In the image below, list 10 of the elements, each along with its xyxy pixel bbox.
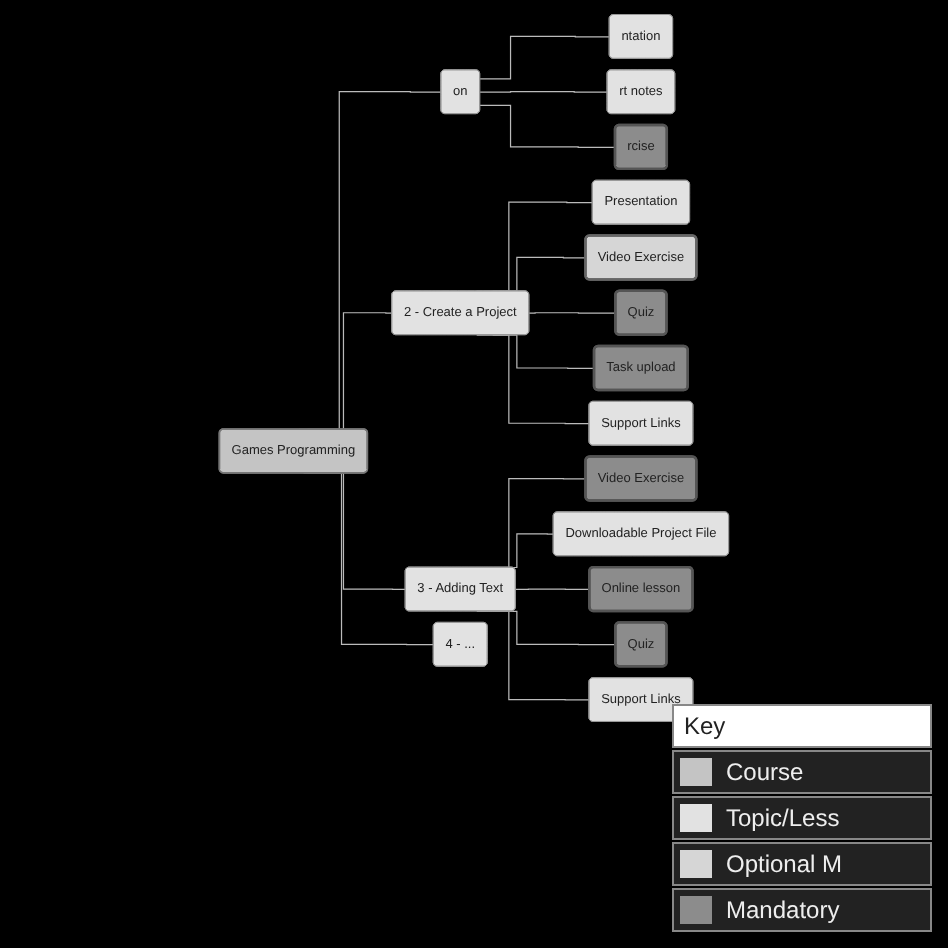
legend-label: Topic/Less: [724, 802, 842, 836]
connector: [479, 91, 609, 93]
legend-label: Optional M: [724, 848, 845, 882]
legend-heading: Key: [672, 704, 932, 748]
connector: [479, 104, 616, 148]
connector: [515, 588, 591, 591]
legend-label: Mandatory: [724, 894, 842, 928]
legend-label: Course: [724, 756, 806, 790]
connector: [479, 35, 611, 80]
connector: [528, 312, 617, 314]
